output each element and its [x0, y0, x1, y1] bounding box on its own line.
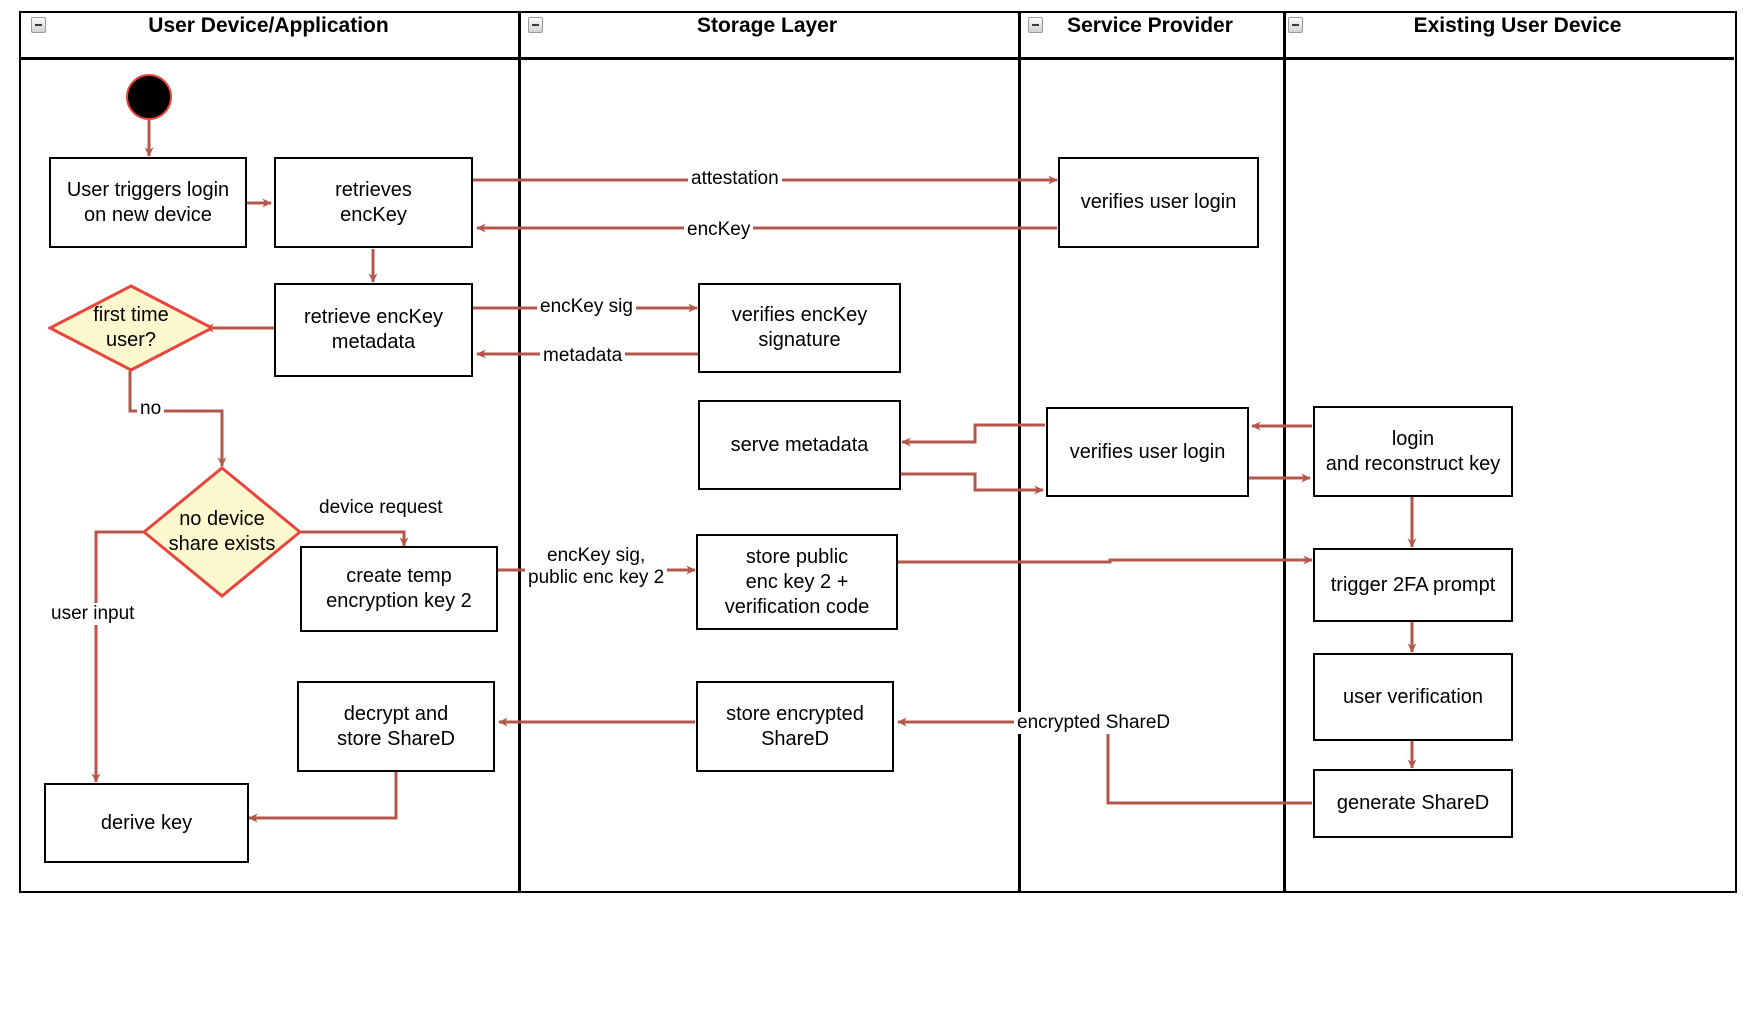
lane-header-divider: [21, 57, 1734, 60]
activity-label: generate ShareD: [1336, 792, 1490, 814]
activity-retrieves-enckey[interactable]: retrieves encKey: [274, 157, 473, 248]
activity-verifies-enckey-signature[interactable]: verifies encKey signature: [698, 283, 901, 373]
lane-divider-2: [1018, 13, 1021, 893]
edge-label-attestation: attestation: [688, 168, 782, 190]
collapse-minus-icon[interactable]: [31, 17, 46, 33]
collapse-minus-icon[interactable]: [1028, 17, 1043, 33]
activity-label: user verification: [1342, 685, 1484, 708]
activity-derive-key[interactable]: derive key: [44, 783, 249, 863]
collapse-minus-icon[interactable]: [528, 17, 543, 33]
edge-label-metadata: metadata: [540, 345, 626, 367]
lane-title-storage-layer: Storage Layer: [696, 14, 838, 37]
edge-label-enckey: encKey: [684, 219, 754, 241]
activity-user-verification[interactable]: user verification: [1313, 653, 1513, 741]
edge-label-user-input: user input: [48, 603, 138, 625]
lane-title-existing-user-device: Existing User Device: [1413, 14, 1622, 37]
edge-label-encrypted-shared: encrypted ShareD: [1014, 712, 1174, 734]
decision-label: no device share exists: [168, 508, 276, 555]
activity-label: create temp encryption key 2: [326, 565, 472, 612]
activity-label: verifies user login: [1069, 440, 1226, 463]
activity-store-public-enc-key-2[interactable]: store public enc key 2 + verification co…: [696, 534, 898, 630]
activity-retrieve-enckey-metadata[interactable]: retrieve encKey metadata: [274, 283, 473, 377]
activity-label: verifies user login: [1080, 191, 1237, 213]
activity-serve-metadata[interactable]: serve metadata: [698, 400, 901, 490]
activity-store-encrypted-shared[interactable]: store encrypted ShareD: [696, 681, 894, 772]
activity-verifies-user-login-top[interactable]: verifies user login: [1058, 157, 1259, 248]
edge-label-enckey-sig-public-enc-key-2: encKey sig, public enc key 2: [525, 545, 668, 589]
activity-create-temp-encryption-key-2[interactable]: create temp encryption key 2: [300, 546, 498, 632]
diamond-shape: [142, 466, 302, 598]
edge-label-no: no: [137, 398, 165, 420]
activity-label: verifies encKey signature: [731, 304, 868, 351]
activity-trigger-2fa-prompt[interactable]: trigger 2FA prompt: [1313, 548, 1513, 622]
swimlane-frame: [19, 11, 1737, 893]
diamond-shape: [48, 284, 214, 372]
lane-title-user-device: User Device/Application: [148, 14, 389, 37]
activity-label: retrieves encKey: [335, 178, 412, 226]
activity-verifies-user-login-mid[interactable]: verifies user login: [1046, 407, 1249, 497]
edge-label-enckey-sig: encKey sig: [537, 296, 636, 318]
collapse-minus-icon[interactable]: [1288, 17, 1303, 33]
lane-title-service-provider: Service Provider: [1067, 14, 1233, 37]
activity-user-triggers-login[interactable]: User triggers login on new device: [49, 157, 247, 248]
activity-generate-shared[interactable]: generate ShareD: [1313, 769, 1513, 838]
activity-label: derive key: [100, 811, 193, 834]
activity-label: serve metadata: [730, 433, 869, 456]
activity-label: decrypt and store ShareD: [337, 702, 455, 750]
decision-no-device-share-exists[interactable]: no device share exists: [142, 466, 302, 598]
decision-label: first time user?: [93, 304, 169, 351]
lane-divider-3: [1283, 13, 1286, 893]
activity-label: User triggers login on new device: [66, 178, 230, 226]
lane-divider-1: [518, 13, 521, 893]
decision-first-time-user[interactable]: first time user?: [48, 284, 214, 372]
activity-decrypt-and-store-shared[interactable]: decrypt and store ShareD: [297, 681, 495, 772]
activity-label: trigger 2FA prompt: [1330, 573, 1496, 596]
initial-node: [126, 74, 172, 120]
activity-label: store encrypted ShareD: [726, 702, 864, 750]
edge-label-device-request: device request: [316, 497, 446, 519]
activity-label: store public enc key 2 + verification co…: [724, 545, 870, 618]
activity-label: login and reconstruct key: [1325, 427, 1501, 475]
activity-login-and-reconstruct-key[interactable]: login and reconstruct key: [1313, 406, 1513, 497]
activity-label: retrieve encKey metadata: [304, 306, 443, 353]
